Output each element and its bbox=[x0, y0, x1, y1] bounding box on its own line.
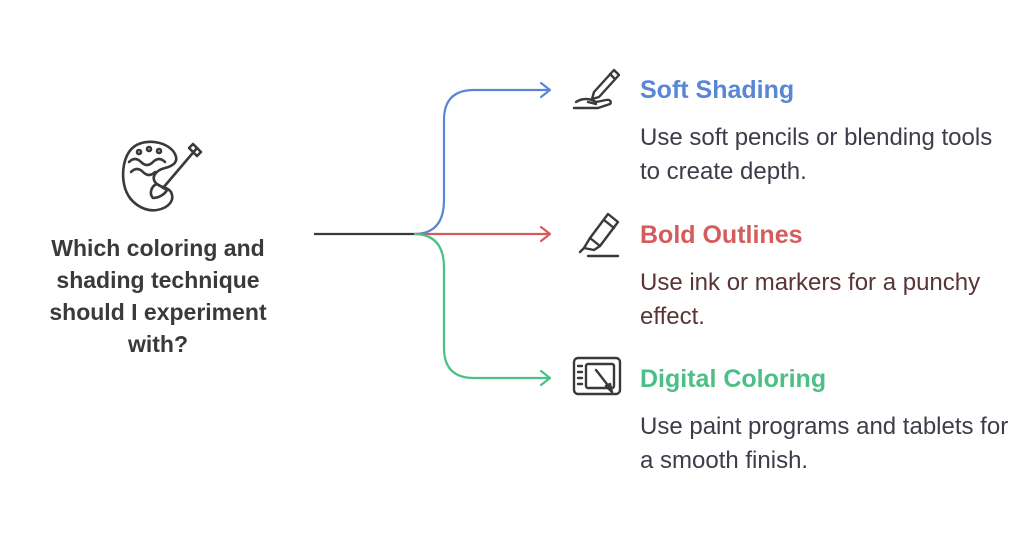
arrowhead-soft-shading bbox=[539, 81, 552, 99]
arrowhead-bold-outlines bbox=[539, 225, 552, 243]
marker-icon bbox=[578, 212, 620, 258]
branch-soft-shading bbox=[413, 88, 548, 236]
pencil-hand-icon bbox=[572, 68, 621, 110]
option-desc-soft-shading: Use soft pencils or blending tools to cr… bbox=[640, 124, 993, 185]
drawing-tablet-icon bbox=[572, 356, 622, 396]
option-title-digital-coloring: Digital Coloring bbox=[640, 365, 827, 393]
option-title-bold-outlines: Bold Outlines bbox=[640, 221, 803, 249]
arrowhead-digital-coloring bbox=[539, 369, 552, 387]
option-desc-bold-outlines: Use ink or markers for a punchy effect. bbox=[640, 269, 981, 330]
paint-palette-icon bbox=[121, 140, 203, 212]
option-title-soft-shading: Soft Shading bbox=[640, 76, 795, 104]
option-desc-digital-coloring: Use paint programs and tablets for a smo… bbox=[640, 413, 1009, 474]
central-question: Which coloring and shading technique sho… bbox=[49, 235, 267, 357]
branch-digital-coloring bbox=[413, 232, 548, 380]
